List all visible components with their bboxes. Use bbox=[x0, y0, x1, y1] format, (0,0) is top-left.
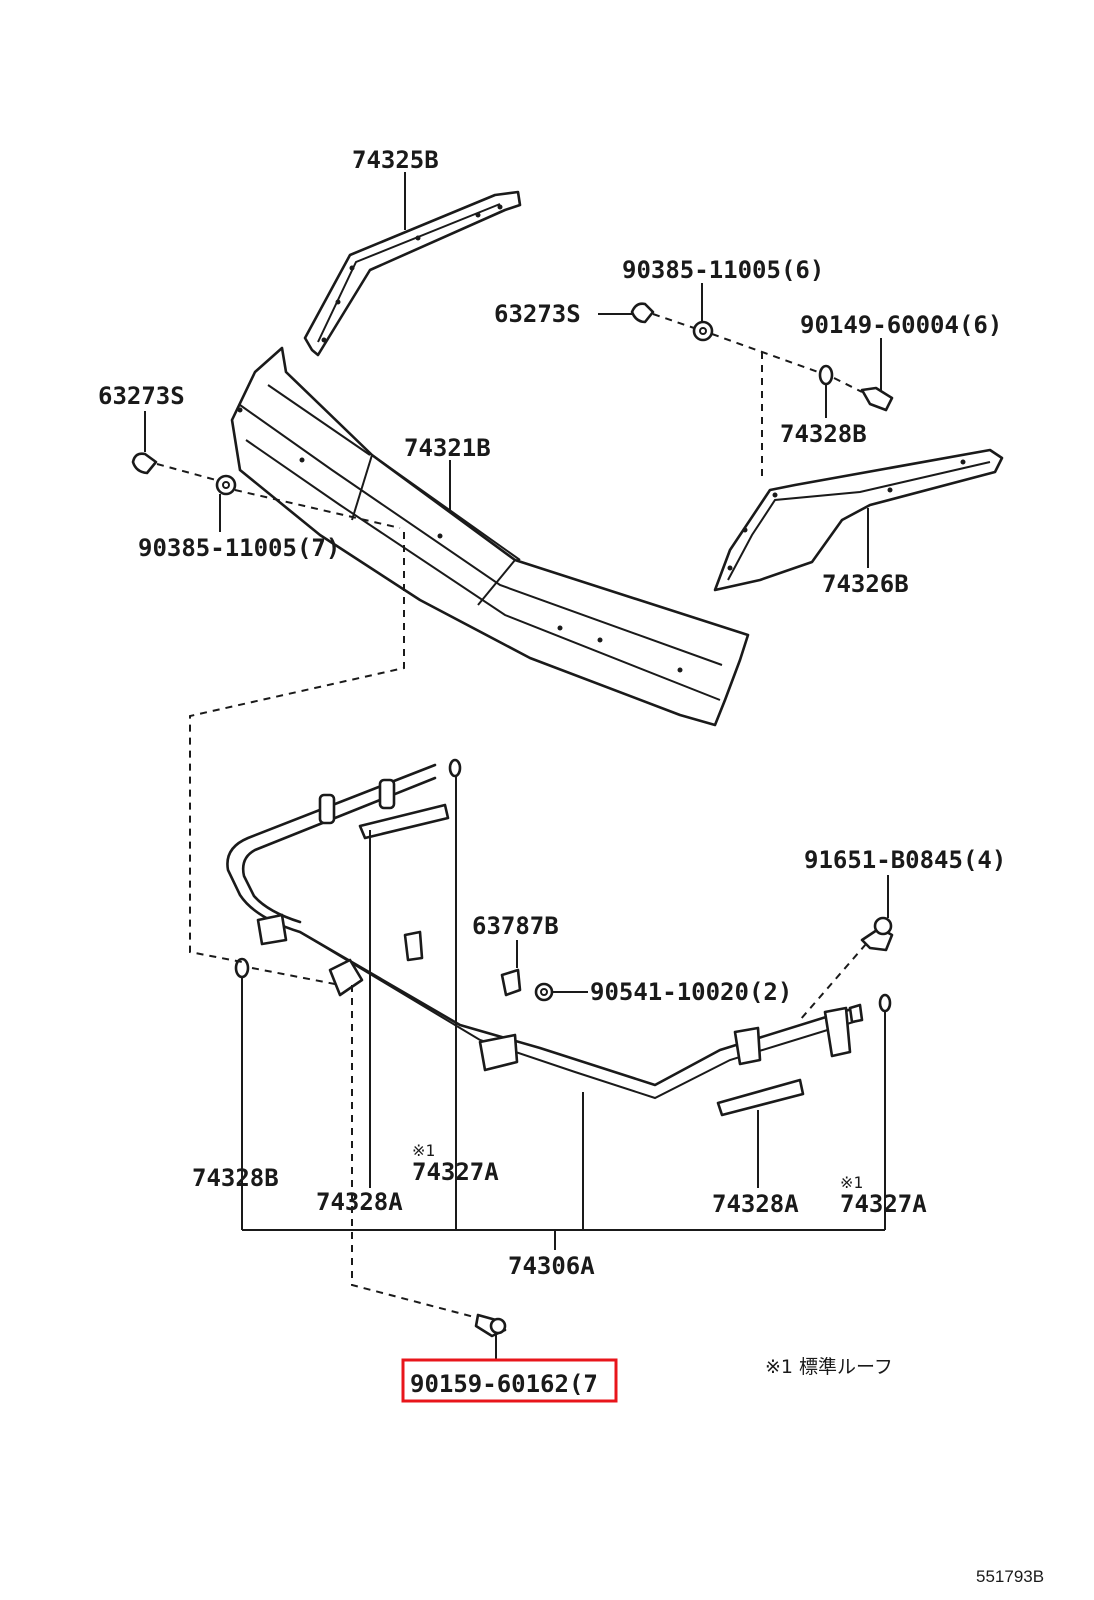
grommet-90541-shape bbox=[534, 982, 554, 1002]
clip-63273S-left-shape bbox=[131, 452, 158, 475]
oring-74327A-left-shape bbox=[448, 758, 462, 778]
mark-74327A-right: ※1 bbox=[840, 1173, 863, 1192]
nut-90385-left-shape bbox=[215, 474, 237, 496]
label-63787B: 63787B bbox=[472, 912, 559, 940]
pad-74328A-right-shape bbox=[716, 1078, 805, 1117]
drawing-reference-number: 551793B bbox=[976, 1567, 1044, 1586]
label-74328B-bottom: 74328B bbox=[192, 1164, 279, 1192]
label-90541: 90541-10020(2) bbox=[590, 978, 792, 1006]
label-74306A: 74306A bbox=[508, 1252, 595, 1280]
label-90149: 90149-60004(6) bbox=[800, 311, 1002, 339]
part-labels: 74325B 90385-11005(6) 63273S 90149-60004… bbox=[98, 146, 1044, 1586]
label-74325B: 74325B bbox=[352, 146, 439, 174]
label-74328B-top: 74328B bbox=[780, 420, 867, 448]
label-74327A-left: 74327A bbox=[412, 1158, 499, 1186]
footnote-standard-roof: ※1 標準ルーフ bbox=[765, 1356, 893, 1378]
cap-63787B-shape bbox=[500, 968, 522, 997]
part-74306A-shape bbox=[226, 763, 864, 1100]
label-90159: 90159-60162(7 bbox=[410, 1370, 598, 1398]
nut-90385-top-shape bbox=[692, 320, 714, 342]
screw-90159-shape bbox=[474, 1313, 507, 1338]
label-74328A-left: 74328A bbox=[316, 1188, 403, 1216]
screw-90149-shape bbox=[860, 386, 894, 412]
bolt-91651-shape bbox=[860, 916, 894, 952]
mark-74327A-left: ※1 bbox=[412, 1141, 435, 1160]
part-74321B-shape bbox=[230, 346, 750, 727]
highlight-box-90159[interactable] bbox=[401, 1358, 618, 1403]
pad-74328A-left-shape bbox=[358, 803, 450, 840]
part-74326B-shape bbox=[713, 448, 1004, 592]
label-74327A-right: 74327A bbox=[840, 1190, 927, 1218]
label-90385-top: 90385-11005(6) bbox=[622, 256, 824, 284]
washer-74328B-bottom-shape bbox=[234, 957, 250, 979]
label-74328A-right: 74328A bbox=[712, 1190, 799, 1218]
label-63273S-left: 63273S bbox=[98, 382, 185, 410]
label-90385-left: 90385-11005(7) bbox=[138, 534, 340, 562]
dashed-assembly-lines bbox=[156, 313, 867, 1319]
leader-lines bbox=[144, 172, 889, 1360]
label-91651: 91651-B0845(4) bbox=[804, 846, 1006, 874]
oring-74327A-right-shape bbox=[878, 993, 892, 1013]
washer-74328B-top-shape bbox=[818, 364, 834, 386]
part-74325B-shape bbox=[303, 190, 522, 357]
label-74321B: 74321B bbox=[404, 434, 491, 462]
clip-63273S-top-shape bbox=[630, 302, 655, 324]
label-63273S-top: 63273S bbox=[494, 300, 581, 328]
label-74326B: 74326B bbox=[822, 570, 909, 598]
